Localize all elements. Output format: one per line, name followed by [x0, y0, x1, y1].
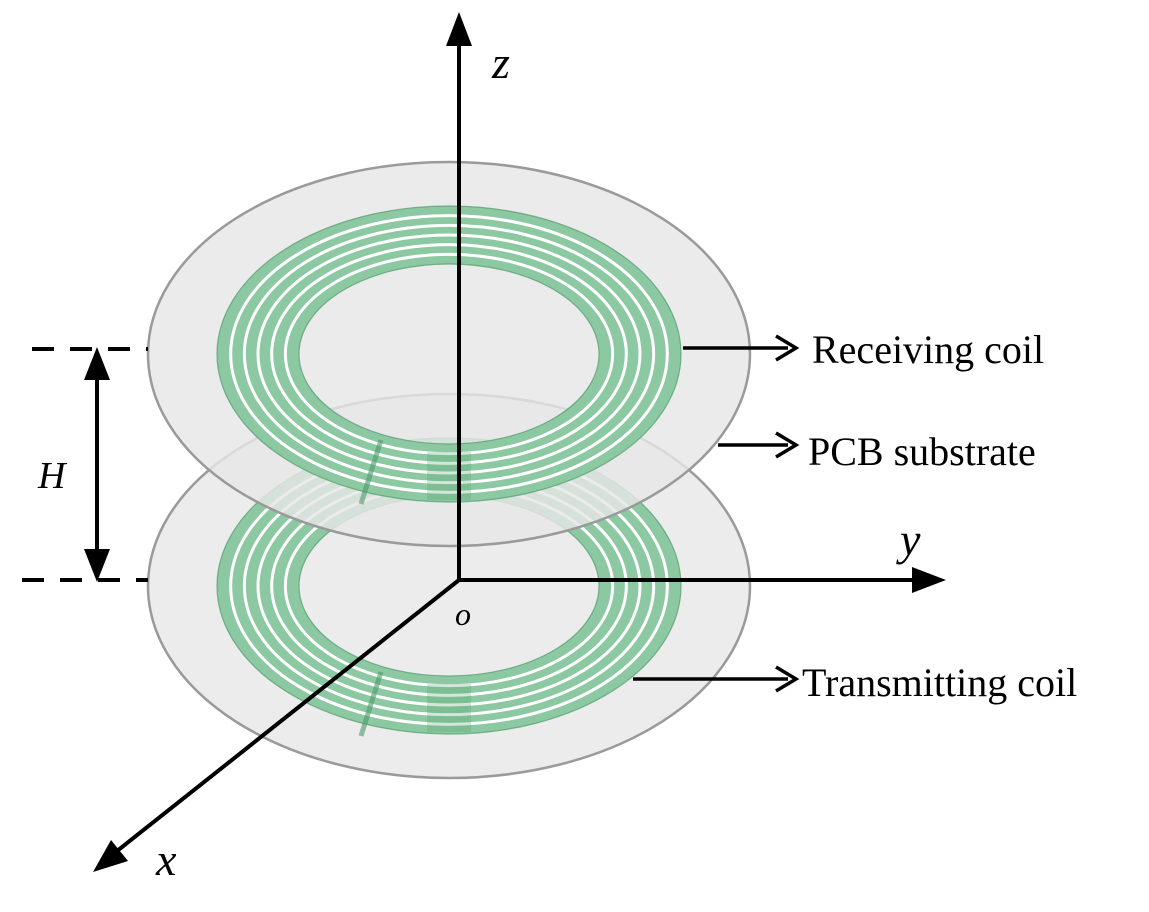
y-axis-label: y [896, 514, 921, 565]
coil-terminal-pad [427, 684, 471, 732]
callout-pcb-label: PCB substrate [808, 429, 1036, 474]
coil-edge [216, 205, 682, 503]
x-axis [93, 578, 461, 872]
receiving-coil-winding [216, 205, 682, 505]
y-axis-arrowhead [912, 567, 946, 593]
x-axis-arrowhead [93, 840, 128, 872]
coil-turn-gap [229, 214, 669, 494]
z-axis-arrowhead [446, 12, 472, 46]
receiving-plate [146, 160, 752, 548]
x-axis-label: x [155, 834, 177, 885]
height-arrow-bottom-head [84, 549, 110, 582]
callout-receiving: Receiving coil [683, 327, 1044, 372]
origin-label: o [455, 596, 471, 632]
height-label: H [37, 455, 68, 497]
coil-band [217, 206, 681, 502]
coil-crossover [358, 671, 384, 737]
coil-crossover [358, 439, 384, 505]
height-dimension: H [22, 347, 148, 582]
coil-terminal-pad [427, 452, 471, 500]
callout-pcb: PCB substrate [718, 429, 1036, 474]
callout-transmitting: Transmitting coil [633, 660, 1077, 705]
coil-turn-gap [283, 252, 615, 456]
height-arrow-top-head [84, 347, 110, 380]
coil-turn-gap [270, 243, 628, 465]
y-axis [459, 567, 946, 593]
callout-transmitting-label: Transmitting coil [802, 660, 1077, 705]
callout-receiving-label: Receiving coil [812, 327, 1044, 372]
z-axis-label: z [491, 37, 510, 88]
coil-turn-gap [242, 223, 656, 485]
coil-turn-gap [256, 233, 642, 475]
coil-edge [298, 263, 600, 445]
